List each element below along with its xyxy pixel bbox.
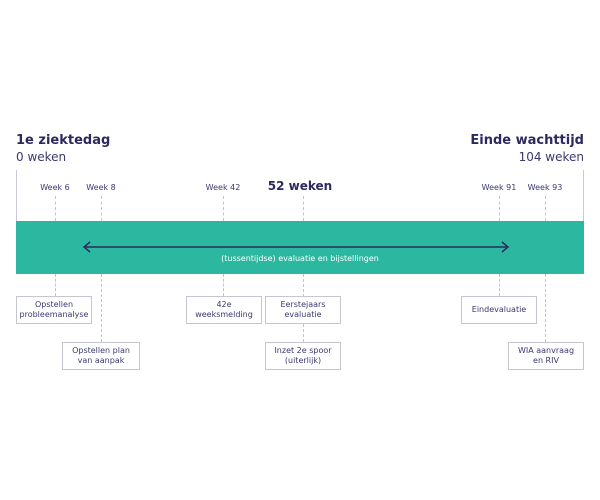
end-bracket-line [583, 170, 584, 222]
week-label-91: Week 91 [481, 183, 517, 192]
connector-week-8 [101, 274, 102, 342]
tick-week-6 [55, 196, 56, 221]
tick-week-8 [101, 196, 102, 221]
box-42e-weeksmelding: 42e weeksmelding [186, 296, 262, 324]
tick-week-52 [303, 196, 304, 221]
week-label-8: Week 8 [86, 183, 116, 192]
end-subtitle: 104 weken [518, 150, 584, 164]
end-title: Einde wachttijd [470, 133, 584, 148]
connector-week-6 [55, 274, 56, 296]
week-label-93: Week 93 [527, 183, 563, 192]
box-eerstejaars-evaluatie: Eerstejaars evaluatie [265, 296, 341, 324]
tick-week-42 [223, 196, 224, 221]
week-label-6: Week 6 [40, 183, 70, 192]
tick-week-91 [499, 196, 500, 221]
start-subtitle: 0 weken [16, 150, 67, 164]
box-eindevaluatie: Eindevaluatie [461, 296, 537, 324]
connector-week-91 [499, 274, 500, 296]
band-label: (tussentijdse) evaluatie en bijstellinge… [221, 254, 379, 263]
connector-week-42 [223, 274, 224, 296]
box-inzet-2e-spoor: Inzet 2e spoor (uiterlijk) [265, 342, 341, 370]
double-headed-arrow-icon [82, 241, 510, 253]
start-bracket-line [16, 170, 17, 222]
start-title: 1e ziektedag [16, 133, 111, 148]
box-wia-aanvraag: WIA aanvraag en RIV [508, 342, 584, 370]
box-plan-van-aanpak: Opstellen plan van aanpak [62, 342, 140, 370]
box-probleemanalyse: Opstellen probleemanalyse [16, 296, 92, 324]
week-label-42: Week 42 [205, 183, 241, 192]
connector-week-93 [545, 274, 546, 342]
center-label: 52 weken [267, 179, 333, 193]
tick-week-93 [545, 196, 546, 221]
